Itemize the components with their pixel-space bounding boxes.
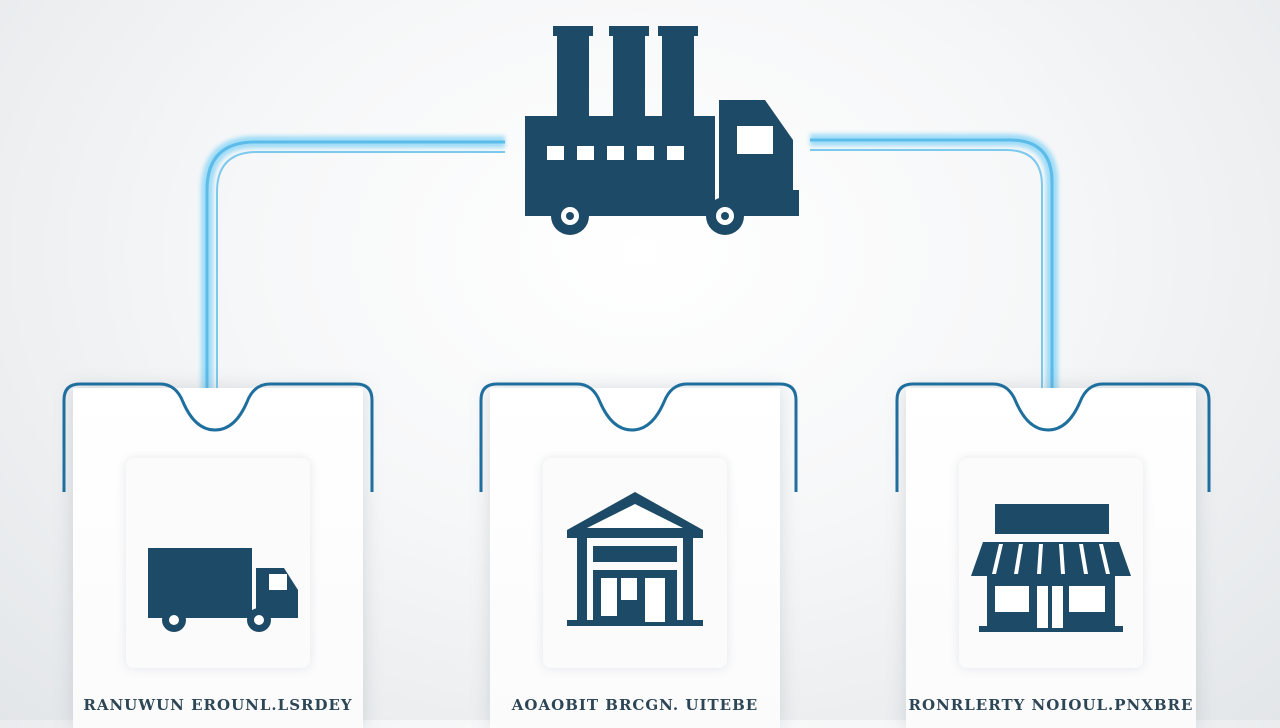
factory-truck-icon: [525, 26, 799, 235]
icon-panel: [959, 458, 1143, 668]
node-card-3: RONRLERTY NOIOUL.PNXBRE: [906, 388, 1196, 728]
connector-left: [201, 136, 505, 412]
icon-panel: [126, 458, 310, 668]
node-card-2: AOAOBIT BRCGN. UITEBE: [490, 388, 780, 728]
warehouse-icon: [567, 492, 703, 626]
store-icon: [971, 504, 1131, 632]
node-label: RONRLERTY NOIOUL.PNXBRE: [908, 696, 1194, 714]
connector-right: [810, 134, 1058, 412]
delivery-truck-icon: [148, 548, 298, 632]
node-card-1: RANUWUN EROUNL.LSRDEY: [73, 388, 363, 728]
node-label: RANUWUN EROUNL.LSRDEY: [83, 696, 353, 714]
icon-panel: [543, 458, 727, 668]
node-label: AOAOBIT BRCGN. UITEBE: [511, 696, 759, 714]
